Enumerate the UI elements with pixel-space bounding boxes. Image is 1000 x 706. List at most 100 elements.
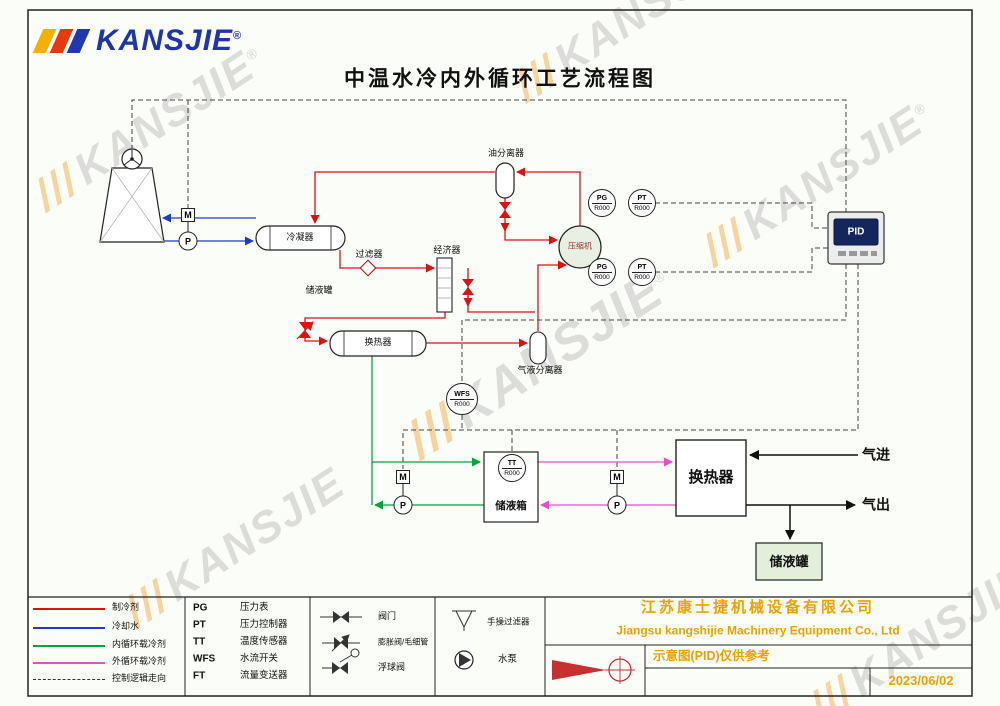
receiver-label: 储液罐 [305,285,333,296]
company-name-en: Jiangsu kangshijie Machinery Equipment C… [616,623,900,638]
tt-tag: R000 [504,469,520,477]
legend-label: 外循环载冷剂 [112,656,167,667]
pump-triangle-icon [459,653,471,667]
motor-badge: M [610,470,624,484]
storage-box [483,451,539,523]
diagram-note: 示意图(PID)仅供参考 [653,649,770,664]
gas-in-label: 气进 [862,446,890,463]
oil-return-line [504,198,558,245]
pg1-code: PG [591,194,613,204]
legend-abbr-label: 压力控制器 [240,618,288,630]
pump-badge: P [393,495,413,515]
valve-icon [462,279,474,287]
fan-hub [130,157,134,161]
pressure-controller-pt1: PT R000 [628,189,656,217]
water-flow-switch-wfs: WFS R000 [446,383,478,415]
inner-coolant-lines [371,356,484,510]
pressure-gauge-pg1: PG R000 [588,189,616,217]
refrigerant-discharge [516,167,581,226]
legend-symbol-label: 手操过滤器 [487,616,530,627]
evaporator-label: 换热器 [364,337,392,348]
legend-symbol-label: 膨胀阀/毛细管 [378,637,429,647]
condenser-label: 冷凝器 [286,232,314,243]
control-line-pt1-pid [655,202,828,229]
float-valve-icon [340,662,348,674]
legend-grid [28,596,972,696]
legend-line-refrigerant [33,608,105,610]
legend-abbr-code: PT [193,619,206,631]
evaporator-vessel [329,330,427,357]
pt1-code: PT [631,194,653,204]
legend-abbr-code: PG [193,602,208,614]
float-valve-icon [332,662,340,674]
pt2-tag: R000 [634,273,650,281]
legend-symbol-label: 水泵 [498,653,518,665]
pid-screen [833,218,879,246]
legend-abbr-label: 压力表 [240,601,269,613]
brand-logo: KANSJIE® [32,24,243,58]
wfs-tag: R000 [454,400,470,408]
control-line-pid-wfs [461,264,847,385]
economizer-coil [437,267,452,299]
legend-label: 制冷剂 [112,602,140,613]
gas-lines [746,450,858,540]
filter-icon [359,259,377,277]
legend-line-control [33,679,105,680]
pressure-gauge-pg2: PG R000 [588,258,616,286]
legend-label: 内循环载冷剂 [112,639,167,650]
pg2-code: PG [591,263,613,273]
cooling-water-lines [162,213,256,246]
legend-abbr-label: 流量变送器 [240,669,288,681]
tower-hatch [111,167,165,243]
expansion-valve-arrow [296,321,314,340]
float-ball-icon [350,648,360,658]
refrigerant-expansion-line [304,312,446,346]
brand-name: KANSJIE® [96,24,243,57]
legend-line-inner-coolant [33,645,105,647]
gas-liquid-separator-label: 气液分离器 [517,365,563,376]
legend-line-cooling-water [33,627,105,629]
legend-abbr-code: TT [193,636,206,648]
page-title: 中温水冷内外循环工艺流程图 [344,67,656,91]
legend-line-outer-coolant [33,662,105,664]
control-line-tower-pid [131,99,847,212]
heat-exchanger-box [675,439,747,517]
legend-abbr-label: 水流开关 [240,652,279,664]
pump-badge: P [178,231,198,251]
expansion-valve-symbol-icon [334,637,341,649]
condenser-shell [255,225,346,251]
company-mark [552,656,635,684]
economizer-vessel [436,257,453,313]
storage-tank-label: 储液罐 [769,553,809,569]
oil-separator-vessel [495,162,515,199]
expansion-valve-icon [299,330,311,338]
tower-hatch [99,167,153,243]
pt2-code: PT [631,263,653,273]
pid-controller [827,211,885,265]
legend-symbol-label: 阀门 [378,611,397,622]
legend-label: 控制逻辑走向 [112,673,167,684]
refrigerant-liquid-line [339,250,435,273]
pt1-tag: R000 [634,204,650,212]
economizer-shell [436,257,453,313]
cooling-tower [99,148,165,243]
temperature-sensor-tt: TT R000 [498,454,526,482]
tt-code: TT [501,459,523,469]
control-lines [131,99,859,469]
valve-symbol-icon [333,611,341,623]
heat-exchanger-label: 换热器 [688,468,734,486]
refrigerant-lines [304,167,581,348]
legend-symbol-label: 浮球阀 [378,662,406,673]
pressure-controller-pt2: PT R000 [628,258,656,286]
control-line-pt2-pid [655,247,828,273]
refrigerant-to-condenser [310,171,495,224]
motor-badge: M [181,208,195,222]
control-line-pid-motor1 [402,264,859,469]
economizer-label: 经济器 [433,245,461,256]
legend-abbr-code: WFS [193,653,216,665]
filter-label: 过滤器 [355,249,383,260]
valve-icon [499,210,511,218]
float-lever-icon [339,654,353,663]
pid-buttons [838,251,877,256]
strainer-funnel-icon [455,610,473,629]
